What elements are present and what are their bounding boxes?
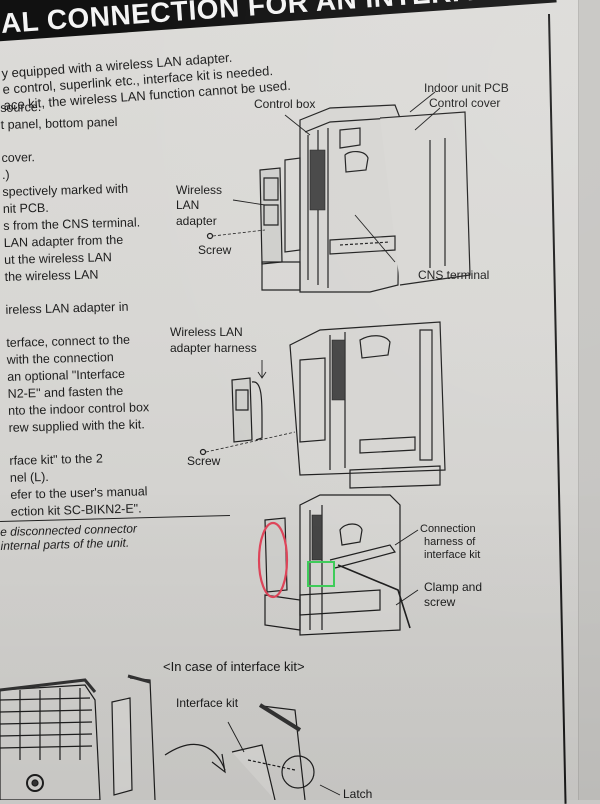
label-indoor-unit-pcb: Indoor unit PCB	[424, 81, 509, 95]
label-wireless-lan-adapter-harness: adapter harness	[170, 341, 257, 355]
label-interface-kit: Interface kit	[176, 696, 239, 710]
red-circle-annotation	[257, 521, 289, 599]
figure4-unit-drawing	[0, 674, 341, 800]
label-cns-terminal: CNS terminal	[418, 268, 490, 282]
label-wireless-lan-adapter: Wireless	[176, 183, 223, 197]
label-wireless-lan-adapter-harness: Wireless LAN	[170, 325, 243, 339]
label-control-box: Control box	[254, 97, 316, 111]
label-connection-harness: harness of	[424, 536, 476, 548]
label-clamp-and-screw: Clamp and	[424, 580, 483, 594]
label-screw: Screw	[198, 243, 232, 257]
figure1-control-box-drawing	[206, 91, 471, 293]
label-screw: Screw	[187, 454, 221, 468]
figure4-caption: <In case of interface kit>	[163, 659, 305, 674]
label-control-cover: Control cover	[429, 96, 501, 110]
adjacent-page-edge	[578, 0, 600, 800]
label-latch: Latch	[343, 787, 373, 801]
label-wireless-lan-adapter: adapter	[176, 214, 217, 228]
figure3-interface-kit-drawing	[264, 494, 419, 636]
label-connection-harness: Connection	[420, 523, 476, 535]
label-connection-harness: interface kit	[424, 549, 481, 561]
figure2-harness-drawing	[199, 321, 446, 489]
label-wireless-lan-adapter: LAN	[176, 198, 200, 212]
manual-page	[0, 0, 578, 800]
green-box-annotation	[307, 561, 335, 587]
label-clamp-and-screw: screw	[424, 595, 456, 609]
